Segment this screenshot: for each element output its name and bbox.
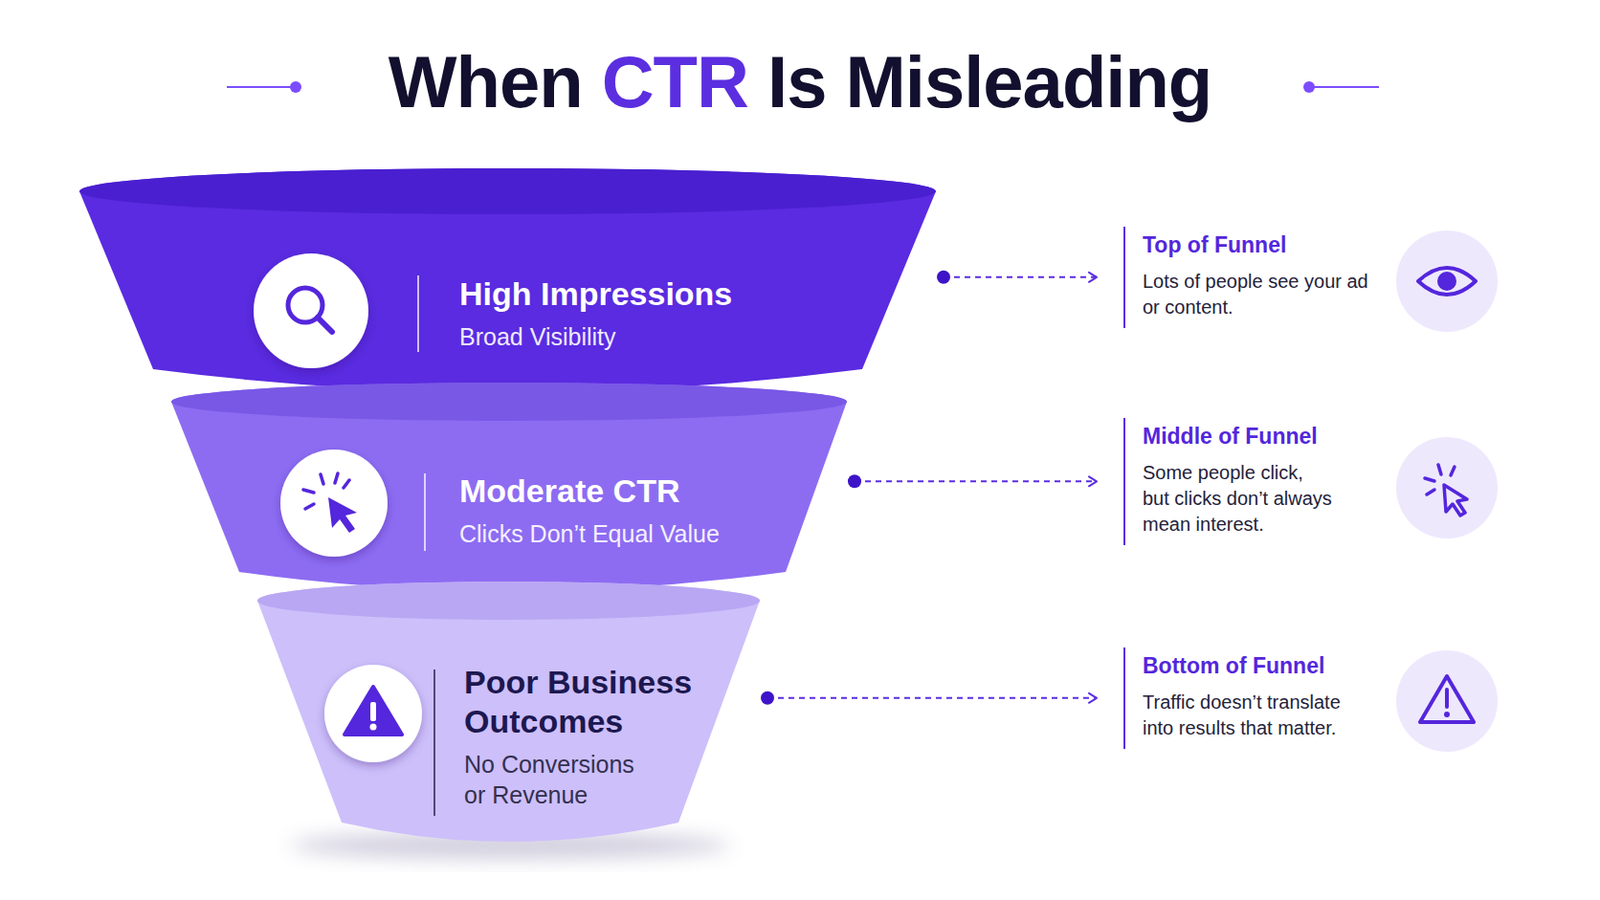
funnel-band: Moderate CTR Clicks Don’t Equal Value — [171, 382, 847, 592]
warning-triangle — [344, 687, 402, 735]
dashed-connector — [847, 474, 1097, 489]
stage-body: Lots of people see your ad or content. — [1142, 268, 1378, 321]
icon — [324, 665, 423, 763]
dashed-connector — [760, 691, 1097, 706]
connector-line — [854, 480, 1097, 483]
arrowhead — [1088, 272, 1097, 283]
band-rim — [257, 581, 760, 621]
click-ray — [343, 480, 350, 489]
magnifier-handle — [317, 317, 333, 333]
connector-dot — [847, 474, 862, 489]
band-subtitle: No Conversions or Revenue — [464, 749, 642, 812]
band-rim — [79, 168, 936, 215]
stage-note: Bottom of FunnelTraffic doesn’t translat… — [1123, 647, 1358, 750]
click-ray — [305, 504, 314, 510]
band-text: Moderate CTR Clicks Don’t Equal Value — [459, 471, 776, 550]
connector-dot — [760, 691, 775, 706]
icon — [253, 253, 369, 369]
separator — [417, 275, 420, 353]
arrowhead — [1088, 476, 1097, 487]
band-heading: High Impressions — [459, 274, 843, 314]
dashed-connector — [936, 270, 1097, 285]
arrowhead — [1088, 693, 1097, 704]
band-body — [79, 168, 936, 393]
band-body — [171, 382, 847, 592]
warning-dot — [370, 724, 378, 732]
icon — [280, 449, 388, 557]
title: When CTR Is Misleading — [0, 40, 1600, 124]
click-ray — [303, 489, 314, 493]
stage-heading: Top of Funnel — [1142, 232, 1378, 260]
band-heading: Moderate CTR — [459, 471, 776, 512]
band-heading: Poor Business Outcomes — [464, 663, 704, 742]
band-text: High ImpressionsBroad Visibility — [459, 274, 843, 353]
warning-bar — [370, 702, 377, 722]
stage-heading: Middle of Funnel — [1142, 423, 1334, 451]
stage-body: Traffic doesn’t translate into results t… — [1142, 689, 1358, 742]
stage-note: Middle of FunnelSome people click, but c… — [1123, 418, 1334, 546]
separator — [423, 473, 426, 552]
stage-note: Top of FunnelLots of people see your ad … — [1123, 226, 1378, 329]
band-text: Poor Business Outcomes No Conversions or … — [464, 663, 704, 812]
icon-circle — [253, 253, 369, 369]
connector-line — [943, 276, 1097, 279]
icon-circle — [324, 665, 423, 763]
cursor-arrow — [328, 497, 357, 534]
band-body — [257, 581, 760, 843]
band-subtitle: Clicks Don’t Equal Value — [459, 518, 776, 551]
band-rim — [171, 382, 847, 422]
click-ray — [320, 474, 324, 485]
stage-heading: Bottom of Funnel — [1142, 653, 1358, 681]
connector-line — [767, 697, 1097, 700]
separator — [433, 669, 436, 817]
funnel-band: High ImpressionsBroad Visibility — [79, 168, 936, 393]
funnel-band: Poor Business Outcomes No Conversions or … — [257, 581, 760, 843]
click-ray — [334, 473, 338, 484]
icon-circle — [280, 449, 388, 557]
band-subtitle: Broad Visibility — [459, 321, 843, 354]
right-icons — [1396, 230, 1498, 753]
stage-body: Some people click, but clicks don’t alwa… — [1142, 460, 1334, 538]
connector-dot — [936, 270, 951, 285]
